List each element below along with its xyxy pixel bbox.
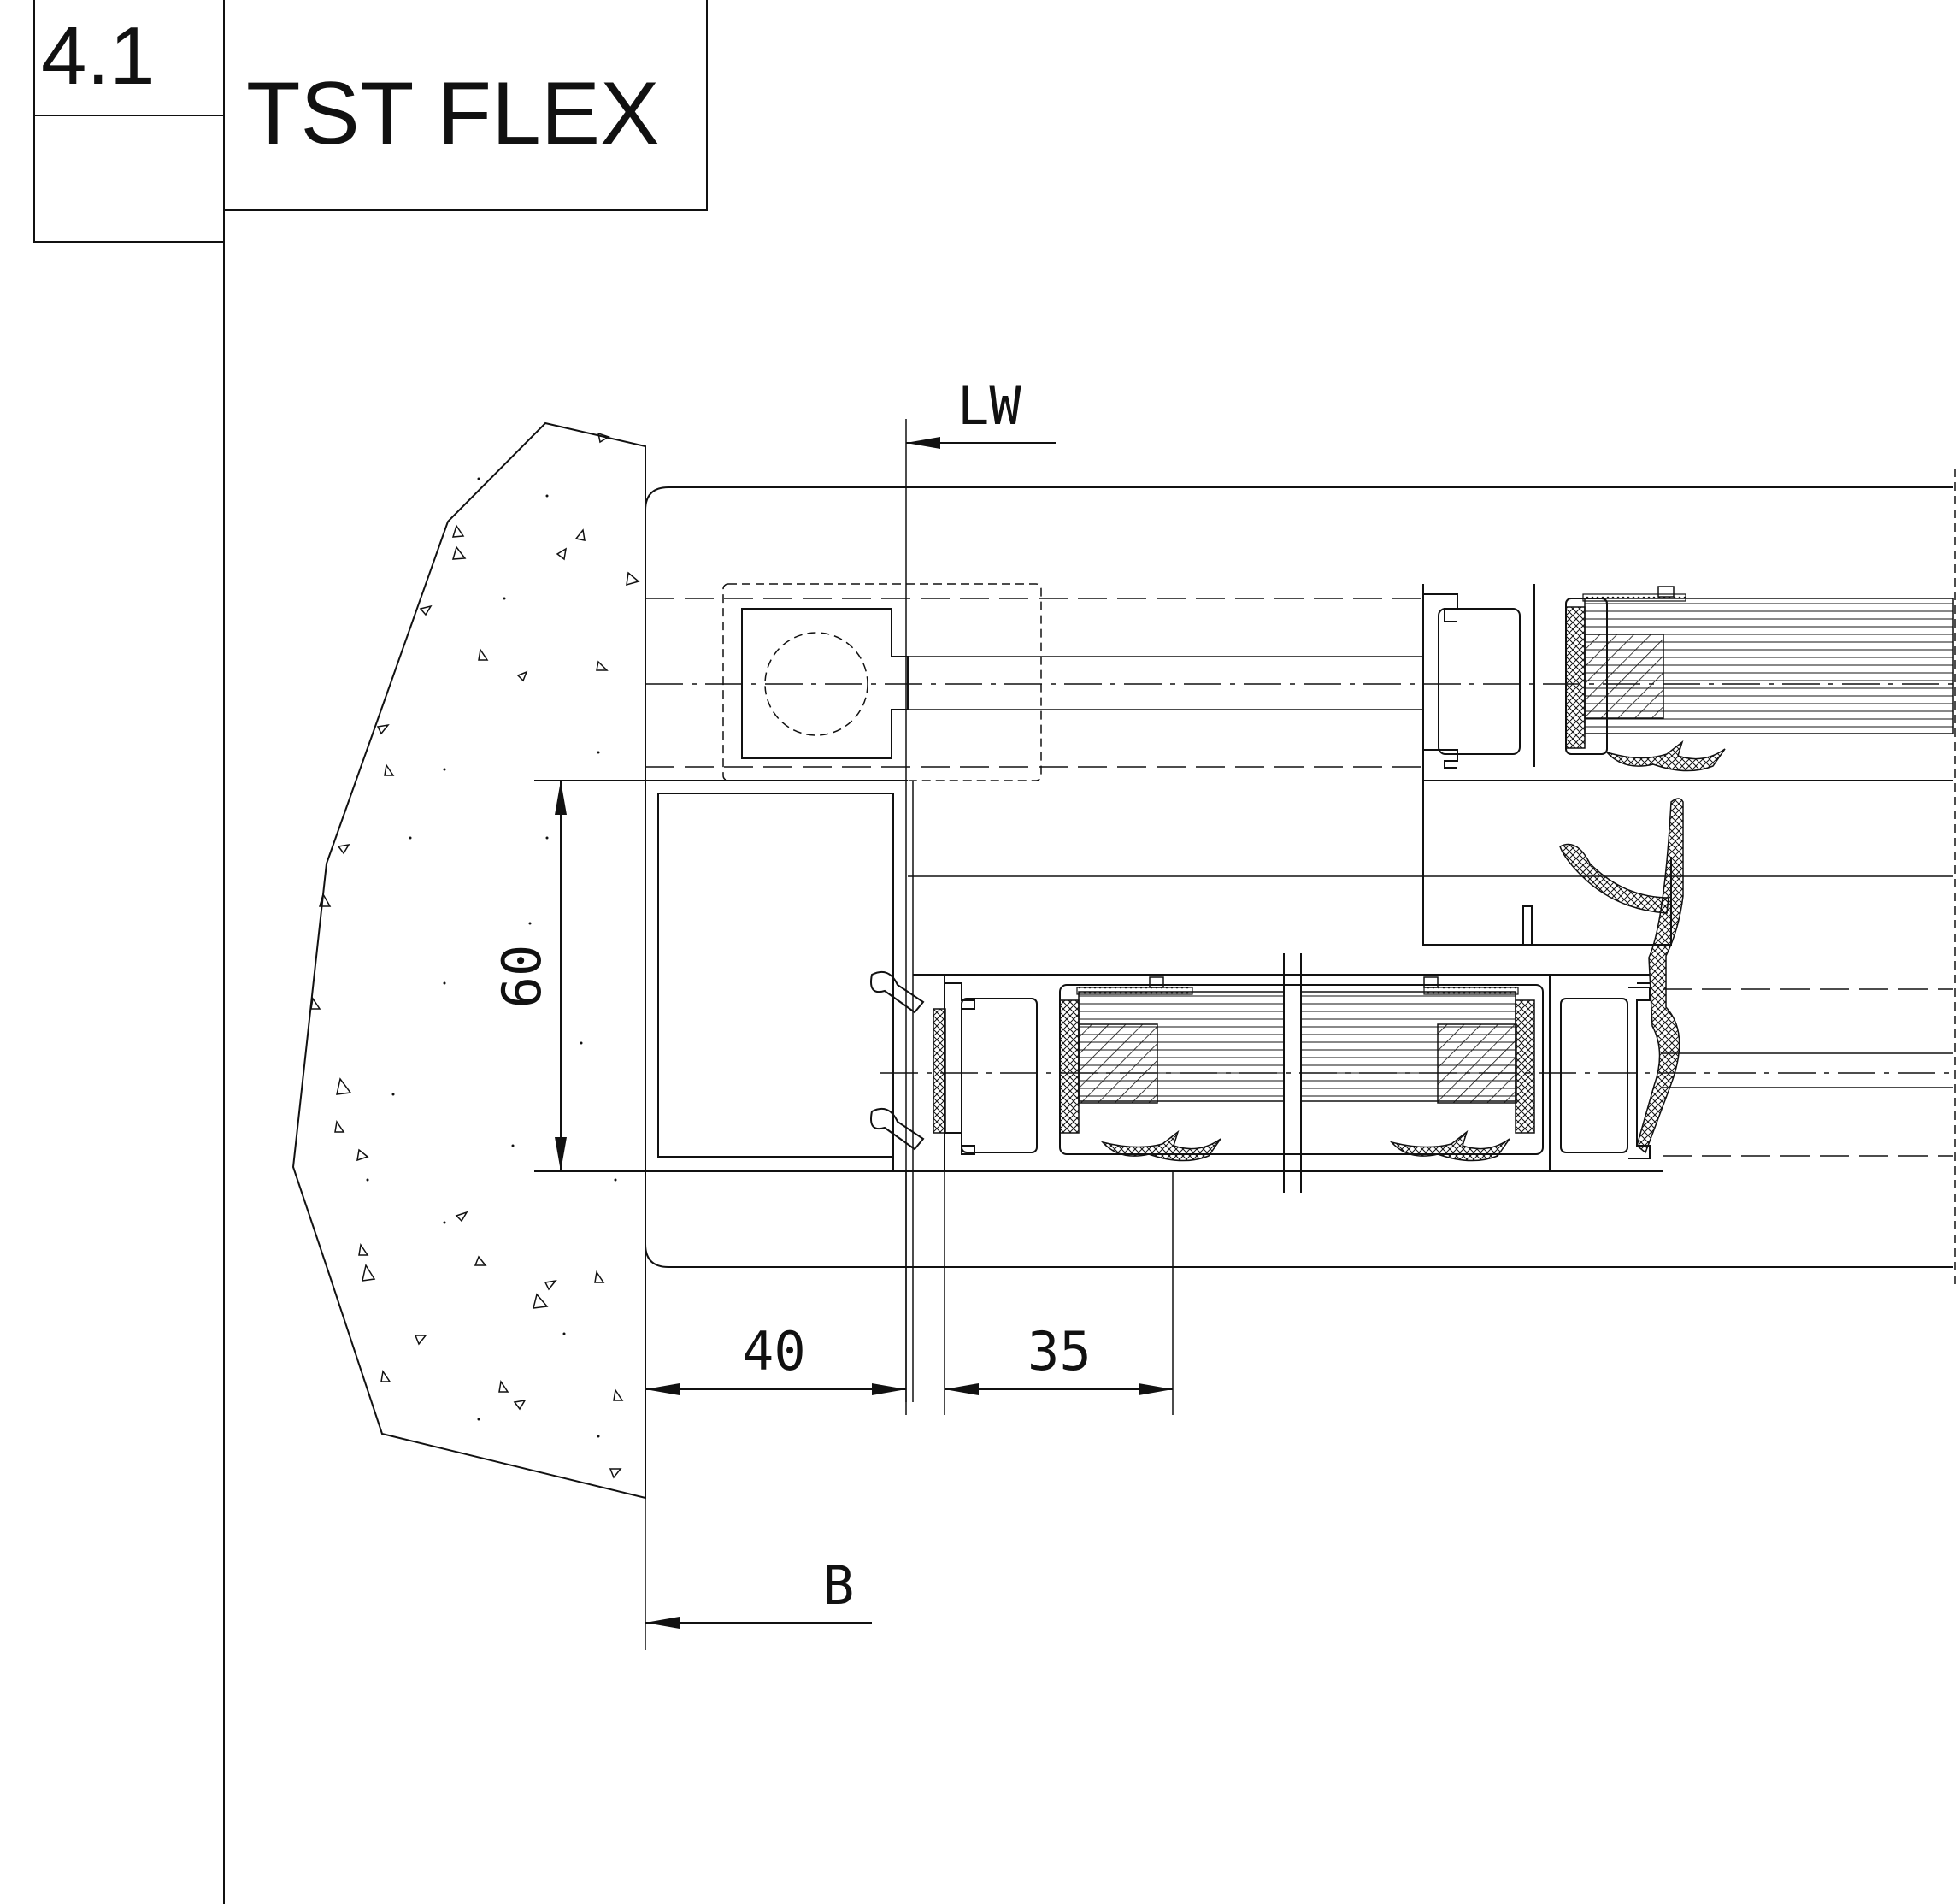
roller-box <box>722 583 1042 781</box>
lw-arrow <box>906 437 940 449</box>
height-arrow-bottom <box>555 1137 567 1171</box>
concrete-speckles <box>366 477 617 1438</box>
b-arrow <box>645 1617 680 1629</box>
section-number: 4.1 <box>41 10 155 102</box>
right-width-label: 35 <box>1027 1320 1092 1382</box>
roller-shaft-icon <box>764 632 868 736</box>
drawing-title: TST FLEX <box>246 64 660 163</box>
title-block: 4.1 TST FLEX <box>33 0 708 1904</box>
height-label: 60 <box>491 945 553 1009</box>
outer-frame <box>645 469 1956 1287</box>
dimensions: LW 60 40 35 B <box>491 374 1174 1650</box>
upper-sash <box>1422 584 1954 1154</box>
fixed-frame-profile <box>534 780 1663 1402</box>
left-width-label: 40 <box>742 1320 806 1382</box>
b-label: B <box>822 1554 854 1617</box>
lw-label: LW <box>957 374 1021 437</box>
concrete-wall <box>291 421 646 1500</box>
title-box <box>223 0 708 211</box>
height-arrow-top <box>555 781 567 815</box>
aggregate-marks <box>310 432 640 1479</box>
lower-sash <box>870 953 1651 1193</box>
